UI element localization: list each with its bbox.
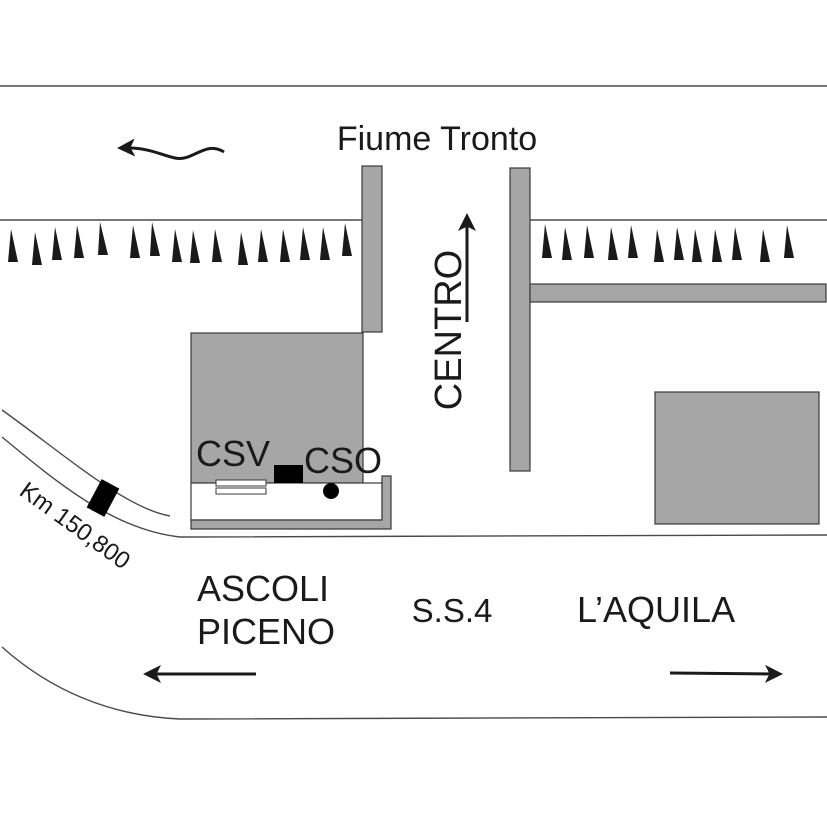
compound-wall [190,475,392,530]
milestone-marker-icon [86,479,120,517]
arrow-right-icon [669,664,783,683]
access-road-west [361,165,383,333]
tree-icon [52,227,62,260]
tree-icon [32,232,42,265]
building-west [190,332,364,484]
access-road-east [509,167,531,472]
tree-row-east [542,224,794,262]
centro-label: CENTRO [428,250,470,410]
tree-icon [74,225,84,258]
cso-label: CSO [304,440,382,481]
tree-icon [542,224,552,258]
tree-icon [172,229,182,262]
tree-icon [320,227,330,260]
road-curve-inner-outer [1,409,171,517]
tree-icon [300,227,310,260]
csv-instrument [215,479,267,487]
river-label: Fiume Tronto [337,120,537,158]
tree-icon [584,225,594,258]
tree-icon [692,229,702,262]
tree-icon [280,229,290,262]
csv-instrument [215,487,267,495]
square-marker-icon [274,465,303,483]
road-label: S.S.4 [412,592,493,629]
curved-arrow-icon [117,138,225,160]
tree-row-west [8,222,352,265]
tree-icon [784,225,794,258]
tree-icon [190,230,200,263]
tree-icon [238,232,248,265]
road-south-edge [1,646,827,720]
dot-marker-icon [323,483,339,499]
tree-icon [654,229,664,262]
ascoli-label: ASCOLI [197,568,329,609]
tree-icon [258,229,268,262]
tree-icon [8,229,18,262]
tree-icon [712,229,722,262]
piceno-label: PICENO [197,611,335,652]
tree-icon [150,222,160,256]
tree-icon [760,229,770,262]
building-east [654,391,820,525]
tree-icon [608,227,618,260]
tree-icon [212,229,222,262]
csv-label: CSV [196,433,270,474]
aquila-label: L’AQUILA [577,589,735,630]
tree-icon [562,227,572,260]
tree-icon [98,222,108,255]
tree-icon [130,225,140,258]
tree-icon [674,227,684,260]
side-road-east [529,283,827,303]
tree-icon [628,225,638,258]
tree-icon [342,223,352,256]
tree-icon [732,227,742,260]
